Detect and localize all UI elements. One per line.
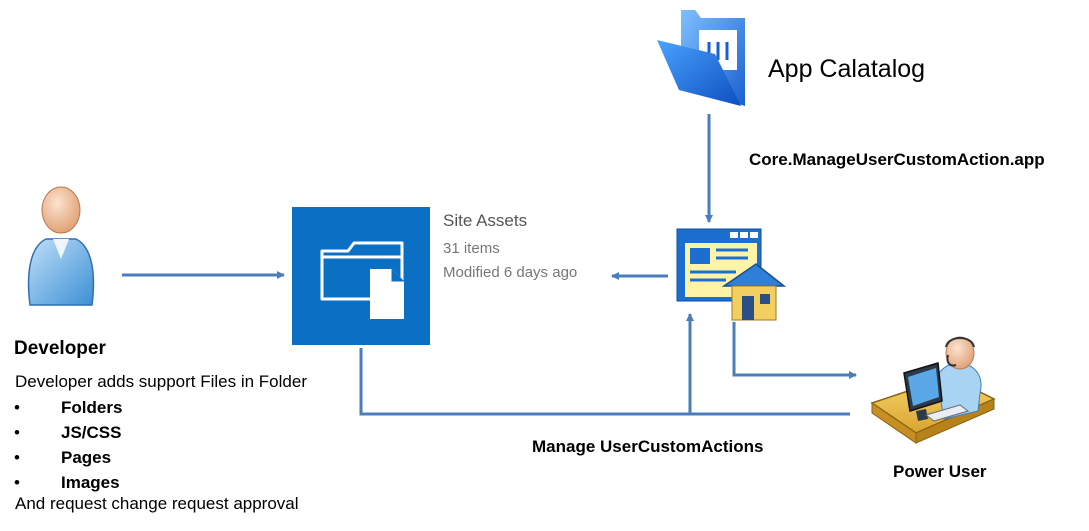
manage-custom-actions-label: Manage UserCustomActions — [532, 437, 764, 456]
site-assets-title: Site Assets — [443, 211, 528, 230]
bullet-item: •Pages — [14, 445, 122, 470]
site-assets-item-count: 31 items — [443, 240, 500, 257]
developer-person-icon — [27, 186, 95, 306]
bullet-item: •Images — [14, 470, 122, 495]
app-catalog-title: App Calatalog — [768, 55, 926, 83]
app-package-name: Core.ManageUserCustomAction.app — [749, 150, 1045, 169]
bullet-dot: • — [14, 473, 20, 492]
developer-description: Developer adds support Files in Folder — [15, 372, 307, 391]
folder-file-icon — [320, 241, 404, 319]
bullet-dot: • — [14, 423, 20, 442]
bullet-item: •Folders — [14, 395, 122, 420]
site-assets-modified: Modified 6 days ago — [443, 264, 578, 281]
arrow-app-to-power-user — [732, 322, 857, 379]
bullet-dot: • — [14, 448, 20, 467]
developer-title: Developer — [14, 338, 106, 359]
power-user-icon — [870, 336, 996, 444]
line-site-to-power-user — [359, 348, 850, 416]
developer-footer: And request change request approval — [15, 494, 299, 513]
developer-bullet-list: •Folders •JS/CSS •Pages •Images — [14, 395, 122, 495]
app-window-house-icon[interactable] — [676, 228, 786, 324]
bullet-dot: • — [14, 398, 20, 417]
power-user-label: Power User — [893, 462, 987, 481]
app-folder-icon — [657, 10, 745, 106]
site-assets-tile[interactable] — [292, 207, 430, 345]
bullet-item: •JS/CSS — [14, 420, 122, 445]
